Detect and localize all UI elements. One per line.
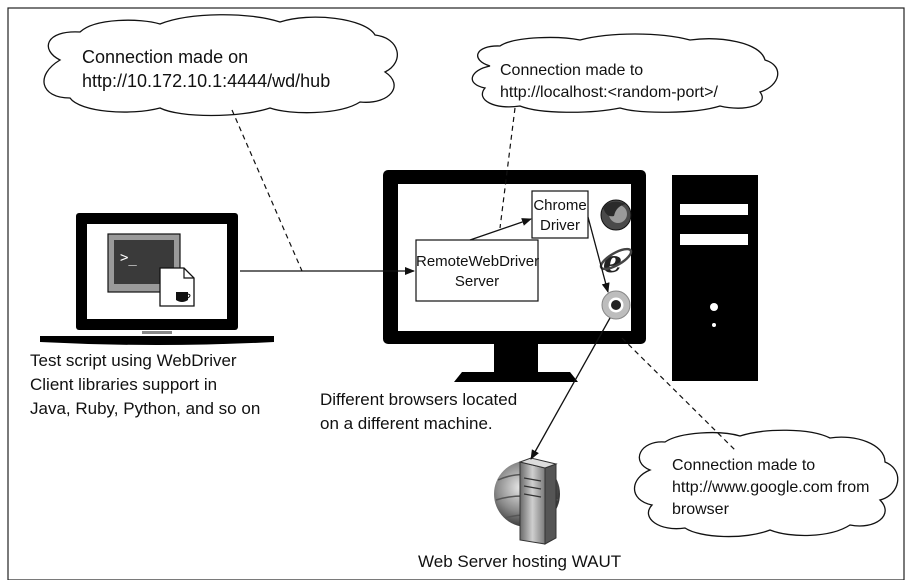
cloud-hub-line2: http://10.172.10.1:4444/wd/hub: [82, 71, 331, 91]
web-server-icon: [494, 457, 560, 545]
server-to-chromedriver-arrow: [469, 218, 532, 241]
client-caption-line3: Java, Ruby, Python, and so on: [30, 399, 261, 418]
firefox-icon: [600, 199, 632, 231]
remote-server-label-line2: Server: [454, 273, 500, 290]
cloud-localhost-line2: http://localhost:<random-port>/: [500, 84, 718, 101]
cloud-hub-line1: Connection made on: [82, 47, 249, 67]
chrome-to-webserver-arrow: [530, 317, 611, 460]
client-caption-line1: Test script using WebDriver: [30, 351, 237, 370]
tower-computer-icon: [672, 175, 758, 381]
chromedriver-to-chrome-arrow: [587, 216, 610, 293]
svg-text:e: e: [603, 245, 622, 280]
svg-text:>_: >_: [120, 250, 137, 266]
internet-explorer-icon: e: [599, 245, 633, 280]
cloud-localhost-callout: [499, 107, 516, 229]
remote-webdriver-server-box: [415, 239, 539, 302]
chrome-driver-label-line2: Driver: [540, 217, 580, 234]
cloud-localhost-line1: Connection made to: [500, 62, 644, 79]
script-document-icon: [159, 267, 195, 307]
remote-caption-line1: Different browsers located: [320, 390, 518, 409]
cloud-google-line1: Connection made to: [672, 457, 816, 474]
web-server-caption: Web Server hosting WAUT: [418, 552, 622, 571]
cloud-google: [634, 429, 899, 538]
cloud-google-line2: http://www.google.com from: [672, 479, 870, 496]
cloud-localhost: [471, 33, 779, 113]
remote-caption-line2: on a different machine.: [320, 414, 493, 433]
remote-server-label-line1: RemoteWebDriver: [416, 253, 540, 270]
client-caption-line2: Client libraries support in: [30, 375, 218, 394]
chrome-driver-label-line1: Chrome: [533, 197, 587, 214]
cloud-google-line3: browser: [672, 501, 729, 518]
chrome-driver-box: [531, 190, 589, 239]
cloud-client-hub: [43, 14, 398, 117]
chrome-icon: [601, 290, 631, 320]
cloud-hub-callout: [231, 109, 303, 272]
